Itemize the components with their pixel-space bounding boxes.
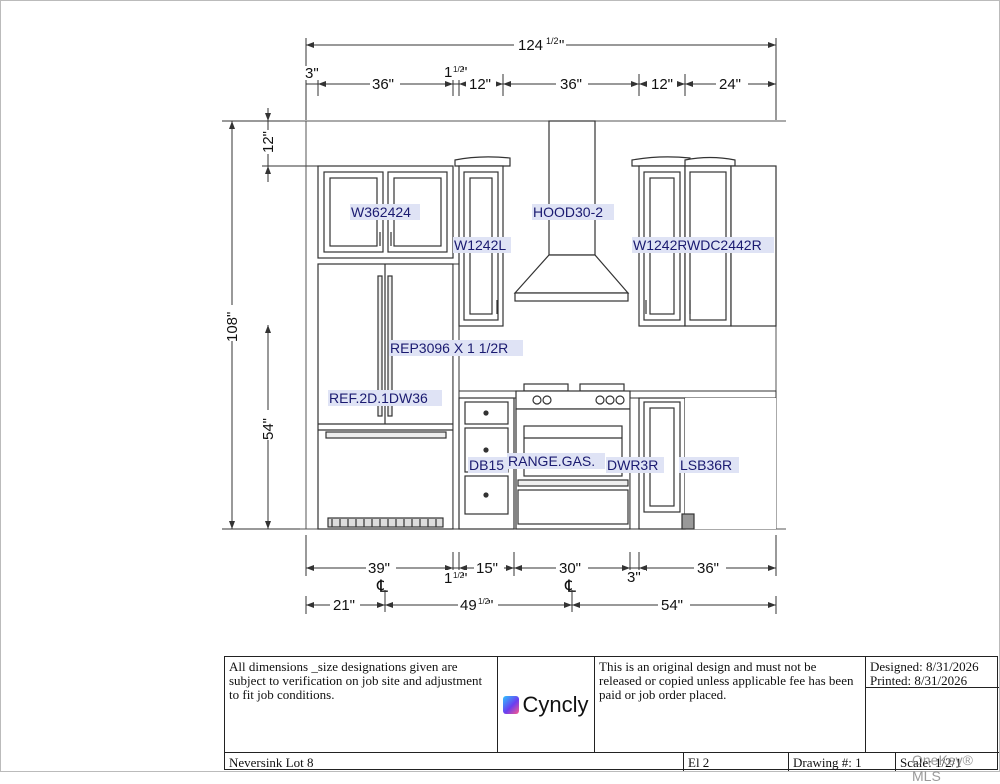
bottom-dim-small: 1 <box>444 570 452 587</box>
printed-date: Printed: 8/31/2026 <box>870 673 968 688</box>
brand-name: Cyncly <box>522 691 589 717</box>
label-rep: REP3096 X 1 1/2R <box>390 340 508 356</box>
range-hood <box>513 120 630 302</box>
project-cell: Neversink Lot 8 <box>225 753 684 771</box>
dates-cell: Designed: 8/31/2026 Printed: 8/31/2026 <box>866 657 999 688</box>
title-notice: This is an original design and must not … <box>599 659 854 702</box>
top-dim-small-frac: 1/2 <box>453 65 465 74</box>
title-block: All dimensions _size designations given … <box>224 656 999 771</box>
label-lsb36r: LSB36R <box>680 457 732 473</box>
elevation-cell: El 2 <box>684 753 789 771</box>
bottom-dim-54: 54" <box>661 597 683 614</box>
elevation-number: El 2 <box>688 755 710 770</box>
top-overall-frac: 1/2 <box>546 36 559 46</box>
top-dim-24: 24" <box>719 76 741 93</box>
brand-cell: Cyncly <box>498 657 595 753</box>
bottom-dim-small-frac: 1/2 <box>453 571 465 580</box>
top-dim-36-mid: 36" <box>560 76 582 93</box>
top-dim-3: 3" <box>305 65 319 82</box>
top-dim-12b: 12" <box>651 76 673 93</box>
top-dim-small-inch: " <box>462 64 467 81</box>
bottom-dim-15: 15" <box>476 560 498 577</box>
scale-cell: Scale: 1/2/1 <box>896 753 999 771</box>
bottom-dim-49-frac: 1/2 <box>478 597 490 606</box>
title-note: All dimensions _size designations given … <box>229 659 483 702</box>
bottom-dim-30: 30" <box>559 560 581 577</box>
left-dim-54: 54" <box>260 418 277 440</box>
label-range: RANGE.GAS. <box>508 453 595 469</box>
label-hood: HOOD30-2 <box>533 204 603 220</box>
bottom-dim-small-inch: " <box>462 570 467 587</box>
bottom-dim-36: 36" <box>697 560 719 577</box>
bottom-dim-49: 49 <box>460 597 477 614</box>
left-dim-12: 12" <box>260 131 277 153</box>
blank-cell <box>866 688 999 753</box>
top-dim-12a: 12" <box>469 76 491 93</box>
brand-logo-icon <box>503 695 520 714</box>
label-dwr3r: DWR3R <box>607 457 658 473</box>
title-note-cell: All dimensions _size designations given … <box>225 657 498 753</box>
top-overall-text: 124 <box>518 37 543 54</box>
label-wdc2442r: WDC2442R <box>687 237 762 253</box>
label-w362424: W362424 <box>351 204 411 220</box>
drawing-cell: Drawing #: 1 <box>789 753 896 771</box>
centerline-mid: ℄ <box>564 577 576 596</box>
watermark: OneKey® MLS <box>912 752 973 784</box>
bottom-dim-39: 39" <box>368 560 390 577</box>
left-dim-108: 108" <box>224 312 241 342</box>
label-w1242r: W1242R <box>633 237 687 253</box>
bottom-dim-49-inch: " <box>488 597 493 614</box>
bottom-row2-dimension <box>305 596 777 614</box>
bottom-dim-3: 3" <box>627 569 641 586</box>
end-panel <box>452 263 460 530</box>
label-ref: REF.2D.1DW36 <box>329 390 428 406</box>
centerline-ticks <box>384 590 573 612</box>
label-db15: DB15 <box>469 457 504 473</box>
top-dim-small: 1 <box>444 64 452 81</box>
notice-cell: This is an original design and must not … <box>595 657 866 753</box>
designed-date: Designed: 8/31/2026 <box>870 659 979 674</box>
scale-value: Scale: 1/2/1 <box>900 755 962 770</box>
project-name: Neversink Lot 8 <box>229 755 314 770</box>
label-w1242l: W1242L <box>454 237 506 253</box>
bottom-dim-21: 21" <box>333 597 355 614</box>
top-overall-inch: " <box>559 37 564 54</box>
drawing-number: Drawing #: 1 <box>793 755 862 770</box>
top-dim-36-left: 36" <box>372 76 394 93</box>
centerline-left: ℄ <box>376 577 388 596</box>
